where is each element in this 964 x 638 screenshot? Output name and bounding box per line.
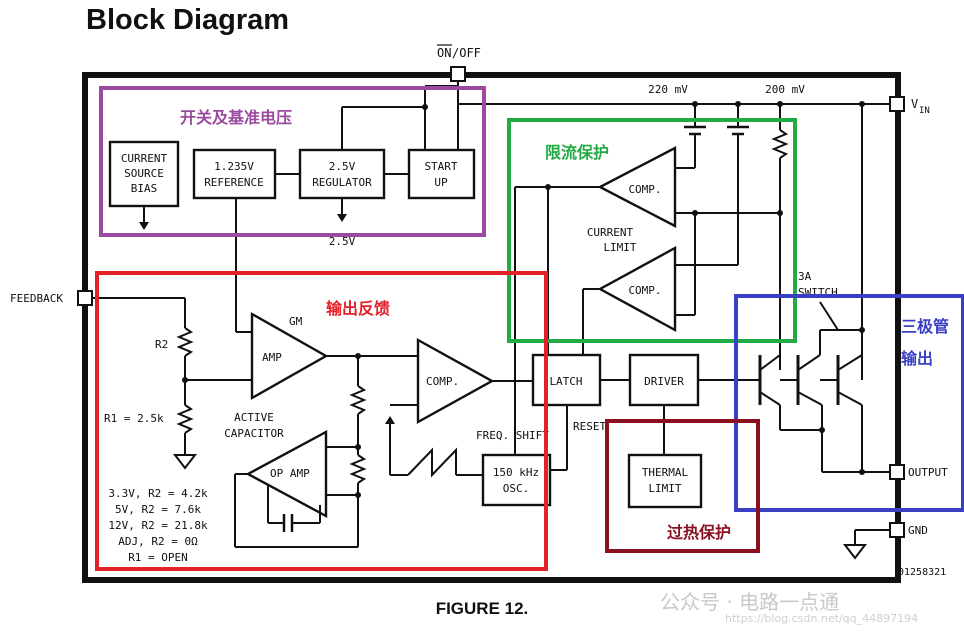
gm-amp: [250, 311, 329, 401]
feedback-pin[interactable]: [77, 290, 93, 306]
regulator-block: [298, 148, 386, 200]
op-amp-label: OP AMP: [270, 467, 310, 480]
osc-label: OSC.: [503, 482, 530, 495]
current-limit-label: LIMIT: [603, 241, 636, 254]
thermal-label: LIMIT: [648, 482, 681, 495]
block-label: 2.5V: [329, 160, 356, 173]
osc-label: 150 kHz: [493, 466, 539, 479]
output-label: OUTPUT: [908, 466, 948, 479]
switch-label: 3A: [798, 270, 812, 283]
chip-outline: [82, 72, 901, 583]
watermark: 公众号 · 电路一点通: [660, 590, 840, 614]
gnd-label: GND: [908, 524, 928, 537]
comparator-pwm: [416, 337, 495, 425]
reference-block: [192, 148, 277, 200]
region-label-current-limit: 限流保护: [545, 143, 609, 162]
v25-label: 2.5V: [329, 235, 356, 248]
mv200-label: 200 mV: [765, 83, 805, 96]
region-label-thermal: 过热保护: [667, 523, 731, 542]
current-limit-label: CURRENT: [587, 226, 634, 239]
r1-label: R1 = 2.5k: [104, 412, 164, 425]
option-row: 5V, R2 = 7.6k: [115, 503, 201, 516]
region-output-feedback: [95, 271, 548, 571]
region-label-transistor: 三极管: [901, 317, 949, 336]
reset-label: RESET: [573, 420, 606, 433]
comp-label: COMP.: [426, 375, 459, 388]
figure-caption: FIGURE 12.: [435, 599, 529, 618]
block-label: BIAS: [131, 182, 158, 195]
option-row: 3.3V, R2 = 4.2k: [108, 487, 208, 500]
r2-label: R2: [155, 338, 168, 351]
block-label: 1.235V: [214, 160, 254, 173]
block-label: UP: [434, 176, 448, 189]
region-label-switch-reference: 开关及基准电压: [180, 108, 292, 127]
option-row: ADJ, R2 = 0Ω: [118, 535, 198, 548]
comp-label: COMP.: [628, 183, 661, 196]
block-label: START: [424, 160, 457, 173]
vin-pin[interactable]: [889, 96, 905, 112]
mv220-label: 220 mV: [648, 83, 688, 96]
gnd-pin[interactable]: [889, 522, 905, 538]
comp-label: COMP.: [628, 284, 661, 297]
on-off-pin[interactable]: [450, 66, 466, 82]
region-label-output: 输出: [901, 349, 933, 368]
thermal-limit-block: [627, 453, 703, 509]
option-row: R1 = OPEN: [128, 551, 188, 564]
figure-code: 01258321: [898, 567, 946, 578]
amp-label: AMP: [262, 351, 282, 364]
latch-label: LATCH: [549, 375, 582, 388]
watermark-url: https://blog.csdn.net/qq_44897194: [725, 612, 919, 625]
active-capacitor-label: ACTIVE: [234, 411, 274, 424]
feedback-label: FEEDBACK: [10, 292, 63, 305]
gm-label: GM: [289, 315, 303, 328]
vin-sub-label: IN: [919, 106, 930, 116]
region-thermal-protection: [605, 419, 760, 553]
option-row: 12V, R2 = 21.8k: [108, 519, 208, 532]
off-label: /OFF: [452, 46, 481, 60]
oscillator-block: [481, 453, 552, 507]
comparator-upper: [597, 146, 677, 228]
output-pin[interactable]: [889, 464, 905, 480]
on-label: ON: [437, 46, 451, 60]
block-label: CURRENT: [121, 152, 168, 165]
driver-label: DRIVER: [644, 375, 684, 388]
block-label: REFERENCE: [204, 176, 264, 189]
vin-label: V: [911, 97, 918, 111]
region-label-output-feedback: 输出反馈: [326, 299, 390, 318]
region-switch-reference: [99, 86, 486, 237]
page-title: Block Diagram: [86, 4, 290, 36]
block-label: REGULATOR: [312, 176, 372, 189]
op-amp: [245, 429, 328, 519]
comparator-lower: [597, 245, 677, 333]
active-capacitor-label: CAPACITOR: [224, 427, 284, 440]
thermal-label: THERMAL: [642, 466, 689, 479]
block-label: SOURCE: [124, 167, 164, 180]
region-current-limit: [507, 118, 797, 343]
startup-block: [407, 148, 476, 200]
region-transistor-output: [734, 294, 964, 512]
freq-shift-label: FREQ. SHIFT: [476, 429, 549, 442]
